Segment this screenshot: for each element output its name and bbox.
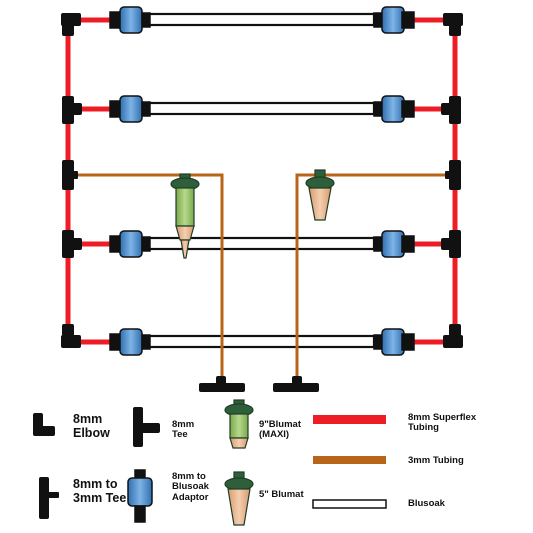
legend-elbow-label: 8mm Elbow: [73, 412, 110, 440]
elbow-top-left: [61, 13, 81, 36]
reducer-tee-right: [445, 160, 461, 190]
blusoak-row1: [146, 12, 376, 27]
tee-right-row4: [441, 230, 461, 258]
end-tee-left: [199, 376, 245, 392]
elbow-top-right: [443, 13, 463, 36]
adaptor-row4-right: [373, 230, 415, 258]
blusoak-row2: [146, 101, 376, 116]
adaptor-row4-left: [109, 230, 151, 258]
adaptor-row1-left: [109, 6, 151, 34]
legend-adaptor-label: 8mm to Blusoak Adaptor: [172, 471, 209, 503]
blumat-5-diagram: [305, 169, 335, 221]
tee-left-row4: [62, 230, 82, 258]
legend-reducer-tee-label: 8mm to 3mm Tee: [73, 477, 127, 505]
right-3mm-tubing: [295, 173, 446, 383]
left-3mm-tubing: [72, 173, 224, 383]
blusoak-row5: [146, 334, 376, 349]
reducer-tee-left: [62, 160, 78, 190]
legend-tee-label: 8mm Tee: [172, 419, 195, 441]
blusoak-adaptors: [109, 6, 415, 356]
legend-adaptor-icon: [127, 469, 153, 523]
legend-blumat-5-icon: [224, 471, 254, 526]
legend-3mm-label: 3mm Tubing: [408, 455, 464, 466]
legend-3mm-swatch: [313, 456, 386, 464]
tee-right-row2: [441, 96, 461, 124]
legend-blumat-maxi-label: 9"Blumat (MAXI): [259, 419, 301, 441]
legend-blumat-maxi-icon: [224, 399, 254, 449]
adaptor-row5-right: [373, 328, 415, 356]
adaptor-row2-left: [109, 95, 151, 123]
legend-blusoak-swatch: [312, 499, 387, 509]
end-tee-right: [273, 376, 319, 392]
adaptor-row2-right: [373, 95, 415, 123]
adaptor-row5-left: [109, 328, 151, 356]
superflex-tubing-network: [65, 17, 458, 345]
legend-tee-icon: [133, 407, 160, 447]
adaptor-row1-right: [373, 6, 415, 34]
elbow-bottom-left: [61, 324, 81, 348]
legend-superflex-swatch: [313, 415, 386, 424]
blumat-maxi-diagram: [170, 173, 200, 259]
legend-superflex-label: 8mm Superflex Tubing: [408, 412, 477, 434]
legend-blumat-5-label: 5" Blumat: [259, 489, 304, 500]
legend-elbow-icon: [33, 413, 55, 436]
fittings: [61, 13, 463, 392]
elbow-bottom-right: [443, 324, 463, 348]
legend-blusoak-label: Blusoak: [408, 498, 445, 509]
legend-reducer-tee-icon: [39, 477, 59, 519]
tee-left-row2: [62, 96, 82, 124]
